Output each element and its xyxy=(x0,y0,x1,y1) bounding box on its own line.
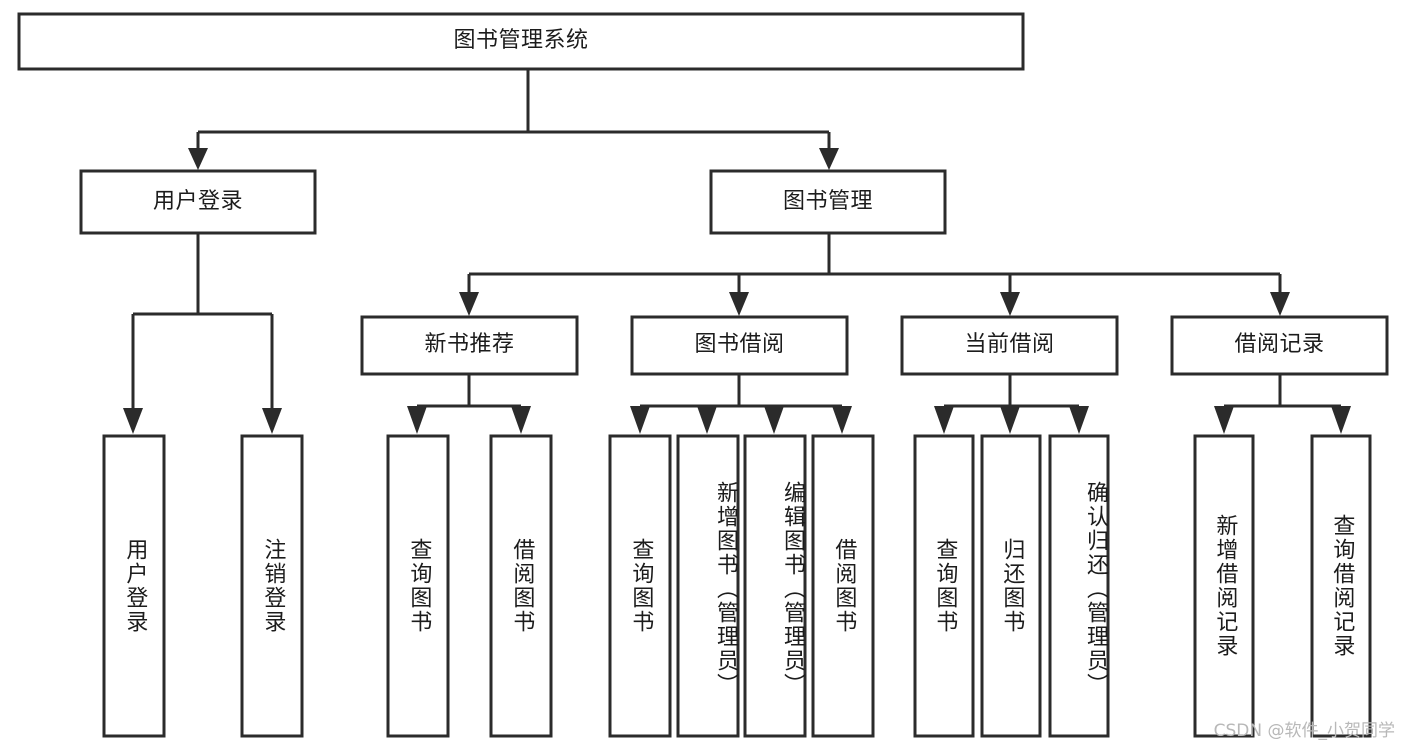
leaf-box-book-borrow-1[interactable] xyxy=(608,434,672,738)
arrowhead-user-login-leaf-1 xyxy=(123,408,143,434)
leaf-box-user-login-1[interactable] xyxy=(102,434,166,738)
leaf-box-current-borrow-3[interactable] xyxy=(1048,434,1110,738)
arrowhead-to-borrow-record xyxy=(1270,292,1290,316)
leaf-box-book-borrow-4[interactable] xyxy=(811,434,875,738)
arrowhead-borrow-record-leaf-2 xyxy=(1331,406,1351,434)
leaf-box-new-book-2[interactable] xyxy=(489,434,553,738)
arrowhead-current-borrow-leaf-3 xyxy=(1069,406,1089,434)
leaf-box-borrow-record-2[interactable] xyxy=(1310,434,1372,738)
arrowhead-book-borrow-leaf-1 xyxy=(630,406,650,434)
arrowhead-new-book-leaf-2 xyxy=(511,406,531,434)
leaf-box-user-login-2[interactable] xyxy=(240,434,304,738)
arrowhead-current-borrow-leaf-1 xyxy=(934,406,954,434)
leaf-box-current-borrow-1[interactable] xyxy=(913,434,975,738)
arrowhead-user-login-leaf-2 xyxy=(262,408,282,434)
leaf-box-borrow-record-1[interactable] xyxy=(1193,434,1255,738)
arrowhead-root-to-book-mgmt xyxy=(819,148,839,170)
arrowhead-to-new-book xyxy=(459,292,479,316)
leaf-box-current-borrow-2[interactable] xyxy=(980,434,1042,738)
node-book-borrow[interactable] xyxy=(630,315,849,376)
node-new-book-recommend[interactable] xyxy=(360,315,579,376)
arrowhead-current-borrow-leaf-2 xyxy=(1000,406,1020,434)
leaf-box-book-borrow-2[interactable] xyxy=(676,434,740,738)
arrowhead-book-borrow-leaf-2 xyxy=(697,406,717,434)
leaf-box-new-book-1[interactable] xyxy=(386,434,450,738)
node-root[interactable] xyxy=(17,12,1025,71)
csdn-watermark: CSDN @软件_小贺同学 xyxy=(1213,721,1395,741)
node-book-management[interactable] xyxy=(709,169,947,235)
arrowhead-book-borrow-leaf-3 xyxy=(764,406,784,434)
arrowhead-borrow-record-leaf-1 xyxy=(1214,406,1234,434)
node-borrow-record[interactable] xyxy=(1170,315,1389,376)
node-user-login[interactable] xyxy=(79,169,317,235)
arrowhead-to-book-borrow xyxy=(729,292,749,316)
node-current-borrow[interactable] xyxy=(900,315,1119,376)
leaf-box-book-borrow-3[interactable] xyxy=(743,434,807,738)
arrowhead-book-borrow-leaf-4 xyxy=(832,406,852,434)
arrowhead-to-current-borrow xyxy=(1000,292,1020,316)
arrowhead-root-to-user-login xyxy=(188,148,208,170)
arrowhead-new-book-leaf-1 xyxy=(407,406,427,434)
